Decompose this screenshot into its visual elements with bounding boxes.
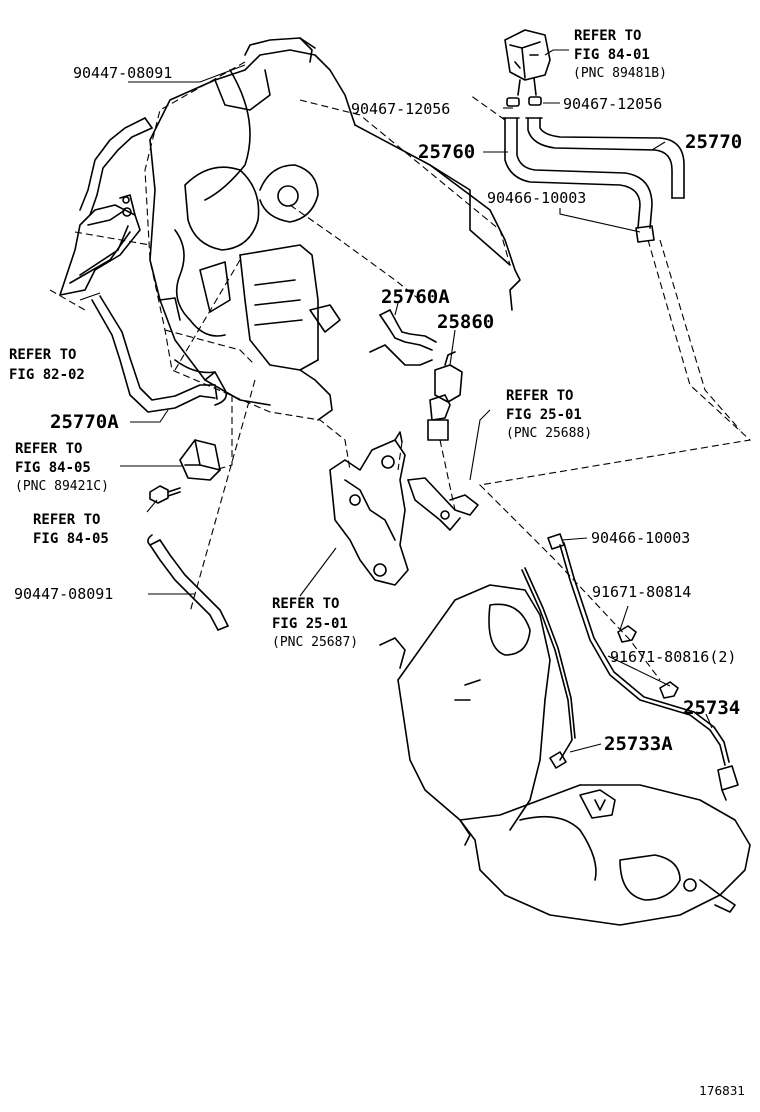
- ref-line2: FIG 25-01: [506, 407, 582, 423]
- ref-fig-84-01: REFER TO FIG 84-01 (PNC 89481B): [573, 28, 667, 81]
- callout-90467-12056-right: 90467-12056: [563, 95, 662, 113]
- ref-fig-84-05-89421c: REFER TO FIG 84-05 (PNC 89421C): [15, 441, 109, 494]
- ref-line2: FIG 25-01: [272, 616, 348, 632]
- callout-90447-08091-bottom: 90447-08091: [14, 585, 113, 603]
- egr-valve-25860: [427, 351, 463, 441]
- callout-25760a: 25760A: [381, 286, 450, 308]
- reference-labels: REFER TO FIG 84-01 (PNC 89481B) REFER TO…: [9, 28, 667, 650]
- ref-line2: FIG 84-05: [33, 531, 109, 547]
- hose-bottom-left: [147, 534, 229, 631]
- ref-fig-25-01-25687: REFER TO FIG 25-01 (PNC 25687): [272, 596, 358, 650]
- illustration-number: 176831: [699, 1084, 745, 1098]
- ref-fig-82-02: REFER TO FIG 82-02: [9, 347, 85, 383]
- vacuum-switching-valve: [504, 29, 551, 96]
- callout-90466-10003-top: 90466-10003: [487, 189, 586, 207]
- callout-25770a: 25770A: [50, 411, 119, 433]
- engine-outline-dashed: [49, 61, 511, 471]
- callout-25760: 25760: [418, 141, 475, 163]
- callout-25860: 25860: [437, 311, 494, 333]
- bracket-25687: [329, 431, 409, 586]
- dashed-middle: [397, 439, 456, 511]
- callout-91671-80816: 91671-80816(2): [610, 648, 736, 666]
- bracket-25688: [407, 477, 479, 531]
- catalytic-converter: [379, 584, 751, 926]
- ref-line1: REFER TO: [574, 28, 641, 44]
- ref-fig-25-01-25688: REFER TO FIG 25-01 (PNC 25688): [506, 388, 592, 441]
- hose-top-left: [79, 117, 153, 216]
- callout-90467-12056-left: 90467-12056: [351, 100, 450, 118]
- ref-line1: REFER TO: [9, 347, 76, 363]
- ref-line1: REFER TO: [506, 388, 573, 404]
- bolt-91671-80814: [617, 625, 637, 643]
- callout-91671-80814: 91671-80814: [592, 583, 691, 601]
- ref-line1: REFER TO: [272, 596, 339, 612]
- bolt-left: [149, 485, 181, 504]
- map-sensor: [179, 439, 221, 481]
- engine-block: [149, 37, 521, 421]
- ref-line2: FIG 84-05: [15, 460, 91, 476]
- ref-fig-84-05: REFER TO FIG 84-05: [33, 512, 109, 547]
- callout-25770: 25770: [685, 131, 742, 153]
- ref-pnc: (PNC 89421C): [15, 479, 109, 494]
- ref-line2: FIG 84-01: [574, 47, 650, 63]
- ref-pnc: (PNC 89481B): [573, 66, 667, 81]
- hose-25770a: [91, 295, 218, 413]
- ref-line1: REFER TO: [15, 441, 82, 457]
- dashed-left: [189, 379, 256, 613]
- hose-25770: [525, 117, 685, 199]
- ref-line1: REFER TO: [33, 512, 100, 528]
- callout-labels: 90447-08091 90467-12056 90467-12056 2576…: [14, 64, 742, 755]
- bracket-left: [59, 194, 141, 296]
- clip-top: [635, 225, 655, 243]
- o2-sensor-25733a: [521, 567, 576, 769]
- leader-lines: [79, 49, 713, 753]
- callout-90447-08091-top: 90447-08091: [73, 64, 172, 82]
- ref-pnc: (PNC 25687): [272, 635, 358, 650]
- callout-25734: 25734: [683, 697, 740, 719]
- hose-25760a: [369, 309, 437, 366]
- callout-90466-10003-bottom: 90466-10003: [591, 529, 690, 547]
- bolt-91671-80816: [659, 681, 679, 699]
- clip-bottom: [547, 533, 565, 550]
- o2-sensor-25734: [559, 542, 739, 801]
- hose-25760: [502, 117, 653, 229]
- hose-connectors: [506, 96, 542, 107]
- ref-line2: FIG 82-02: [9, 367, 85, 383]
- callout-25733a: 25733A: [604, 733, 673, 755]
- ref-pnc: (PNC 25688): [506, 426, 592, 441]
